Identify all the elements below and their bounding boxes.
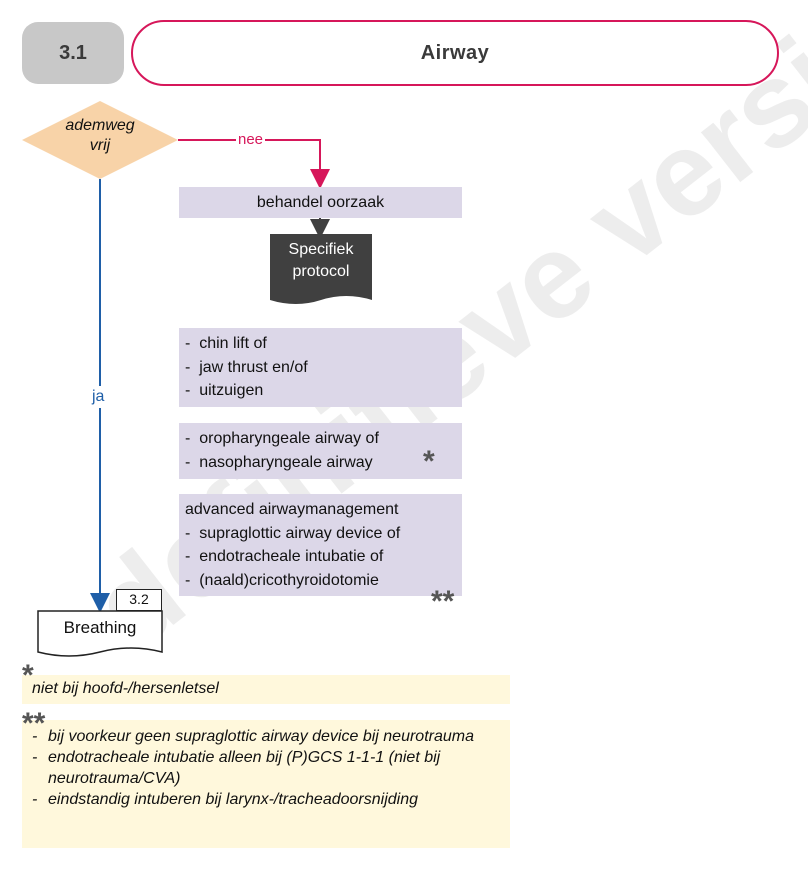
footnote-item: -eindstandig intuberen bij larynx-/trach… [32, 791, 419, 808]
next-section-ref: 3.2 [116, 589, 162, 611]
protocol-shape [270, 234, 372, 304]
list-item: - chin lift of [185, 335, 267, 352]
next-section-label: Breathing [63, 618, 137, 637]
list-item: - uitzuigen [185, 382, 264, 399]
breathing-shape [37, 610, 163, 657]
section-number-badge: 3.1 [22, 22, 124, 84]
footnote-item: -bij voorkeur geen supraglottic airway d… [32, 728, 474, 745]
no-arrow [178, 139, 330, 189]
advanced-airway-box: advanced airwaymanagement - supraglottic… [179, 494, 462, 596]
asterisk-marker: * [423, 445, 435, 478]
page-title: Airway [131, 20, 779, 86]
double-asterisk-marker: ** [431, 585, 455, 618]
list-item: - (naald)cricothyroidotomie [185, 571, 379, 589]
list-item: - endotracheale intubatie of [185, 548, 384, 565]
basic-maneuvers-box: - chin lift of - jaw thrust en/of - uitz… [179, 328, 462, 407]
footnote-double-asterisk: ** [22, 707, 46, 740]
decision-label: ademweg vrij [65, 117, 135, 154]
list-item: - oropharyngeale airway of [185, 430, 379, 447]
footnote-single: niet bij hoofd-/hersenletsel [22, 675, 510, 704]
protocol-label: Specifiek protocol [288, 241, 354, 280]
airway-adjuncts-box: - oropharyngeale airway of - nasopharyng… [179, 423, 462, 479]
yes-label: ja [92, 386, 105, 408]
list-item: - nasopharyngeale airway [185, 453, 373, 471]
footnote-asterisk: * [22, 659, 34, 692]
list-item: - jaw thrust en/of [185, 358, 308, 376]
list-item: advanced airwaymanagement [185, 501, 399, 518]
decision-diamond [22, 101, 178, 179]
footnote-item: -endotracheale intubatie alleen bij (P)G… [32, 749, 441, 787]
list-item: - supraglottic airway device of [185, 524, 401, 542]
footnote-double: -bij voorkeur geen supraglottic airway d… [22, 720, 510, 848]
no-label: nee [236, 131, 266, 148]
treat-cause-box: behandel oorzaak [179, 187, 462, 218]
